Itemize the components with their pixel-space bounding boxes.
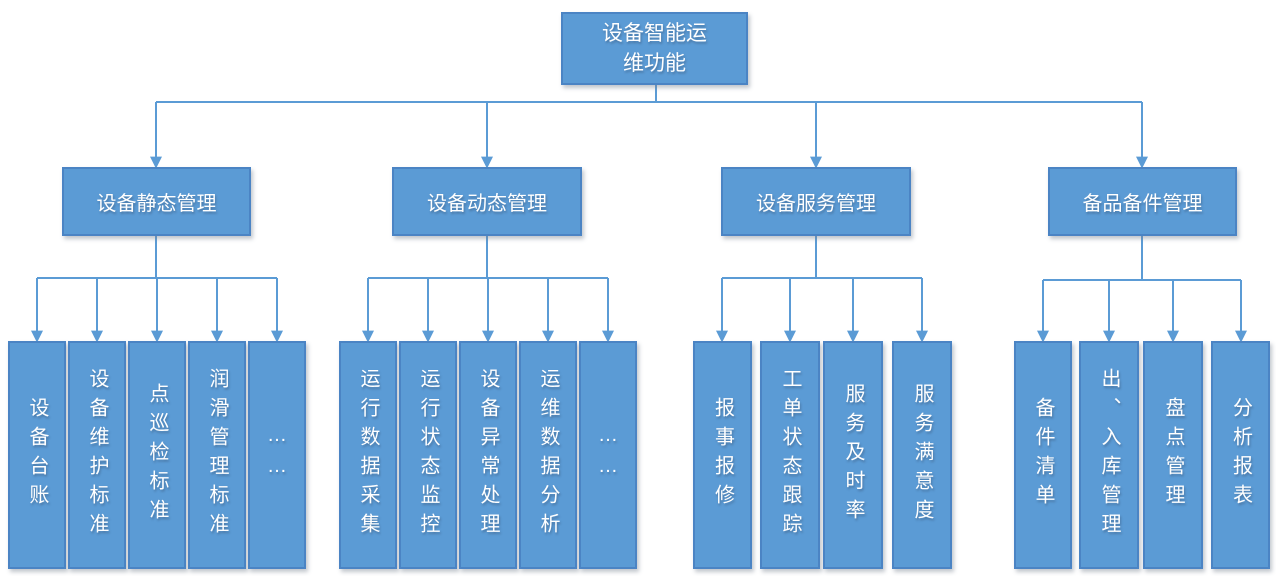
branch-label: 备品备件管理: [1082, 193, 1203, 215]
branch-node-dynamic-mgmt: 设备动态管理: [392, 167, 582, 236]
leaf-label: 备件清单: [1032, 397, 1054, 513]
root-label-line1: 设备智能运: [602, 21, 707, 45]
leaf-node-operating-data-collection: 运行数据采集: [339, 341, 397, 569]
leaf-node-equipment-exception-handling: 设备异常处理: [459, 341, 517, 569]
branch-label: 设备服务管理: [756, 193, 876, 215]
leaf-label: 点巡检标准: [146, 382, 168, 528]
leaf-label: 服务及时率: [842, 382, 864, 528]
leaf-label: 盘点管理: [1162, 397, 1184, 513]
leaf-label: 设备台账: [26, 397, 48, 513]
leaf-node-ellipsis-static: ……: [248, 341, 306, 569]
leaf-label: 运维数据分析: [537, 368, 559, 542]
leaf-node-lubrication-standard: 润滑管理标准: [188, 341, 246, 569]
leaf-node-ellipsis-dynamic: ……: [579, 341, 637, 569]
leaf-node-stocktaking-mgmt: 盘点管理: [1143, 341, 1203, 569]
leaf-node-analysis-reports: 分析报表: [1211, 341, 1270, 569]
branch-label: 设备静态管理: [96, 193, 217, 215]
leaf-label: 工单状态跟踪: [779, 368, 801, 542]
leaf-node-service-satisfaction: 服务满意度: [892, 341, 952, 569]
leaf-node-work-order-tracking: 工单状态跟踪: [760, 341, 820, 569]
leaf-node-om-data-analysis: 运维数据分析: [519, 341, 577, 569]
branch-node-spare-parts-mgmt: 备品备件管理: [1048, 167, 1237, 236]
leaf-node-service-timeliness-rate: 服务及时率: [823, 341, 883, 569]
leaf-label: 运行数据采集: [357, 368, 379, 542]
leaf-label: 报事报修: [711, 397, 734, 513]
leaf-label: ……: [597, 424, 619, 486]
leaf-label: 设备维护标准: [86, 368, 108, 542]
leaf-label: 润滑管理标准: [206, 368, 228, 542]
leaf-label: 分析报表: [1229, 397, 1252, 513]
leaf-label: 服务满意度: [911, 382, 933, 528]
leaf-label: 出、入库管理: [1098, 368, 1120, 542]
leaf-node-inspection-standard: 点巡检标准: [128, 341, 186, 569]
branch-node-static-mgmt: 设备静态管理: [62, 167, 251, 236]
leaf-node-equipment-ledger: 设备台账: [8, 341, 66, 569]
leaf-label: 设备异常处理: [477, 368, 499, 542]
leaf-label: 运行状态监控: [417, 368, 439, 542]
leaf-node-spare-parts-list: 备件清单: [1014, 341, 1072, 569]
root-node-equipment-intelligent-om: 设备智能运 维功能: [561, 12, 748, 85]
leaf-node-maintenance-standard: 设备维护标准: [68, 341, 126, 569]
leaf-label: ……: [266, 424, 288, 486]
root-label-line2: 维功能: [623, 51, 686, 75]
leaf-node-operating-status-monitoring: 运行状态监控: [399, 341, 457, 569]
leaf-node-incident-repair-report: 报事报修: [693, 341, 752, 569]
leaf-node-inbound-outbound-mgmt: 出、入库管理: [1079, 341, 1139, 569]
branch-node-service-mgmt: 设备服务管理: [721, 167, 911, 236]
branch-label: 设备动态管理: [427, 193, 547, 215]
